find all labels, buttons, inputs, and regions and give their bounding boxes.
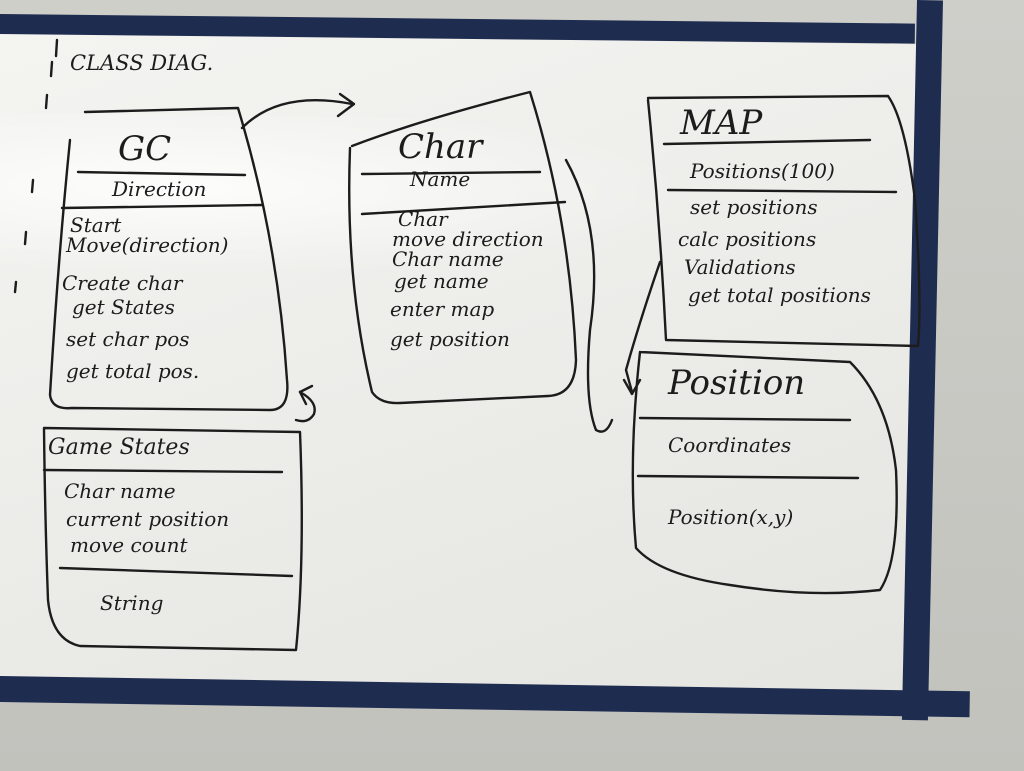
class-position-name: Position: [667, 363, 805, 403]
class-game-states-attr-1: current position: [66, 507, 229, 531]
class-char-method-4: enter map: [390, 297, 494, 321]
class-gc: GC Direction Start Move(direction) Creat…: [48, 106, 289, 412]
class-map-method-0: set positions: [690, 195, 818, 219]
arrow-gc-to-game-states: [294, 390, 316, 423]
class-position: Position Coordinates Position(x,y): [631, 350, 898, 595]
class-gc-method-3: get States: [72, 295, 175, 319]
margin-ticks: [13, 38, 59, 294]
arrows: [240, 92, 662, 433]
arrow-char-to-position: [564, 158, 614, 433]
class-map: MAP Positions(100) set positions calc po…: [646, 94, 921, 348]
class-map-method-2: Validations: [684, 255, 796, 279]
class-game-states-method-0: String: [100, 591, 163, 615]
class-gc-method-2: Create char: [62, 271, 184, 295]
arrow-map-to-position: [624, 260, 662, 394]
arrow-gc-to-char: [240, 99, 354, 130]
class-map-attr-0: Positions(100): [689, 159, 835, 183]
class-position-method-0: Position(x,y): [667, 505, 793, 529]
class-char: Char Name Char move direction Char name …: [348, 90, 578, 405]
class-gc-method-1: Move(direction): [65, 233, 228, 257]
class-char-attr-0: Name: [409, 167, 470, 191]
diagram-header: CLASS DIAG.: [70, 51, 213, 75]
class-gc-method-5: get total pos.: [66, 359, 199, 383]
class-position-attr-0: Coordinates: [668, 433, 791, 457]
class-gc-method-0: Start: [70, 213, 122, 237]
class-map-method-3: get total positions: [688, 283, 871, 307]
class-char-method-1: move direction: [392, 227, 544, 251]
class-gc-method-4: set char pos: [66, 327, 190, 351]
class-map-method-1: calc positions: [678, 227, 816, 251]
class-gc-name: GC: [118, 129, 171, 169]
class-char-method-5: get position: [390, 327, 510, 351]
class-char-name: Char: [398, 127, 484, 167]
class-map-name: MAP: [679, 103, 763, 143]
class-gc-attr-0: Direction: [111, 177, 206, 201]
class-char-method-2: Char name: [392, 247, 504, 271]
class-game-states: Game States Char name current position m…: [42, 426, 303, 652]
class-game-states-attr-2: move count: [70, 533, 189, 557]
class-char-method-0: Char: [398, 207, 449, 231]
class-game-states-attr-0: Char name: [64, 479, 176, 503]
class-char-method-3: get name: [394, 269, 489, 293]
class-game-states-name: Game States: [48, 435, 190, 460]
